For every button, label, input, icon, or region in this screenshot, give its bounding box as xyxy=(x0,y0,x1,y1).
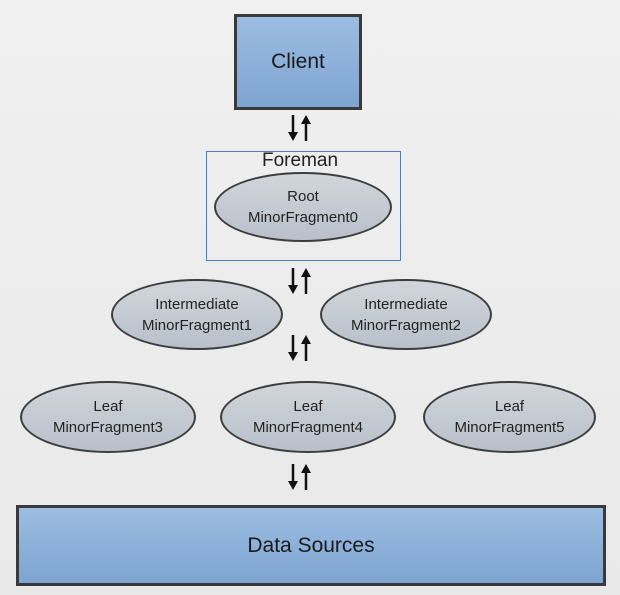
intermediate-leaf-arrows xyxy=(288,335,311,361)
intermediate-fragment-1-ellipse: Intermediate MinorFragment1 xyxy=(111,279,283,350)
leaf-5-role-label: Leaf xyxy=(494,398,525,415)
root-intermediate-arrows xyxy=(288,268,311,294)
up-arrow-icon xyxy=(301,335,311,361)
up-arrow-icon xyxy=(301,115,311,141)
leaf-fragment-4-ellipse: Leaf MinorFragment4 xyxy=(220,381,396,453)
down-arrow-icon xyxy=(288,335,298,361)
data-sources-label: Data Sources xyxy=(247,533,375,557)
intermediate-fragment-2-ellipse: Intermediate MinorFragment2 xyxy=(320,279,492,350)
root-role-label: Root xyxy=(287,188,319,205)
leaf-3-fragment-name: MinorFragment3 xyxy=(52,419,164,436)
leaf-5-fragment-name: MinorFragment5 xyxy=(454,419,565,436)
down-arrow-icon xyxy=(288,464,298,490)
root-fragment-ellipse: Root MinorFragment0 xyxy=(214,172,392,242)
foreman-label: Foreman xyxy=(262,150,339,171)
intermediate-1-role-label: Intermediate xyxy=(155,295,239,313)
leaf-fragment-5-ellipse: Leaf MinorFragment5 xyxy=(423,381,596,453)
leaf-datasource-arrows xyxy=(288,464,311,490)
intermediate-2-fragment-name: MinorFragment2 xyxy=(350,316,462,334)
up-arrow-icon xyxy=(301,464,311,490)
intermediate-1-fragment-name: MinorFragment1 xyxy=(141,316,253,334)
foreman-frame xyxy=(206,151,401,261)
leaf-3-role-label: Leaf xyxy=(93,398,123,415)
data-sources-box: Data Sources xyxy=(16,505,606,586)
down-arrow-icon xyxy=(288,268,298,294)
client-foreman-arrows xyxy=(288,115,311,141)
leaf-4-fragment-name: MinorFragment4 xyxy=(252,419,364,436)
root-fragment-name: MinorFragment0 xyxy=(247,209,359,226)
client-label: Client xyxy=(271,50,325,73)
down-arrow-icon xyxy=(288,115,298,141)
intermediate-2-role-label: Intermediate xyxy=(364,295,448,313)
leaf-4-role-label: Leaf xyxy=(293,398,323,415)
client-box: Client xyxy=(234,14,362,110)
leaf-fragment-3-ellipse: Leaf MinorFragment3 xyxy=(20,381,196,453)
up-arrow-icon xyxy=(301,268,311,294)
